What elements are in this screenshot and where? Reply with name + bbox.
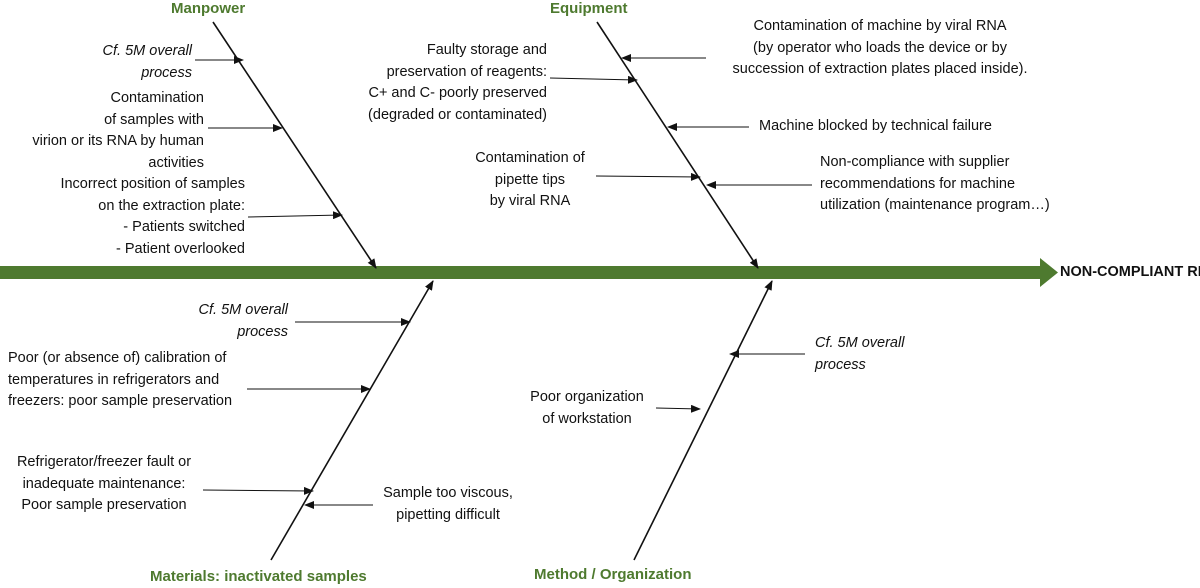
cause-label-viscous-sample: Sample too viscous, pipetting difficult	[376, 483, 520, 526]
cause-line: Cf. 5M overall	[102, 43, 192, 59]
cause-line: Non-compliance with supplier	[820, 154, 1010, 170]
cause-arrow	[595, 172, 701, 181]
cause-label-materials-5m: Cf. 5M overall process	[199, 300, 288, 343]
cause-label-machine-blocked: Machine blocked by technical failure	[759, 116, 992, 138]
cause-label-fridge-fault: Refrigerator/freezer fault or inadequate…	[2, 452, 206, 517]
cause-line: - Patients switched	[123, 219, 245, 235]
result-label: NON-COMPLIANT RESULT	[1060, 262, 1200, 283]
cause-label-pipette-tips: Contamination of pipette tips by viral R…	[460, 148, 600, 213]
cause-label-machine-contamination: Contamination of machine by viral RNA (b…	[710, 16, 1050, 81]
category-title-equipment: Equipment	[550, 0, 628, 17]
cause-line: process	[237, 323, 288, 340]
cause-arrow	[247, 211, 343, 220]
cause-line: Contamination of machine by viral RNA	[753, 18, 1007, 34]
cause-line: freezers: poor sample preservation	[8, 393, 233, 409]
cause-line: (by operator who loads the device or by	[753, 39, 1007, 56]
cause-line: process	[815, 356, 866, 373]
bone-equipment	[596, 21, 759, 269]
cause-label-incorrect-position: Incorrect position of samples on the ext…	[60, 174, 245, 260]
cause-line: (degraded or contaminated)	[368, 106, 547, 123]
cause-label-non-compliance: Non-compliance with supplier recommendat…	[820, 152, 1050, 217]
cause-label-workstation: Poor organization of workstation	[520, 387, 654, 430]
cause-label-faulty-storage: Faulty storage and preservation of reage…	[368, 40, 547, 126]
category-title-materials: Materials: inactivated samples	[150, 568, 367, 585]
cause-label-method-5m: Cf. 5M overall process	[815, 333, 904, 376]
result-line: RESULT	[1187, 264, 1200, 280]
cause-line: pipetting difficult	[396, 506, 500, 523]
cause-line: - Patient overlooked	[116, 240, 245, 257]
cause-line: Poor (or absence of) calibration of	[8, 350, 227, 366]
cause-line: Sample too viscous,	[383, 485, 513, 501]
cause-line: activities	[148, 154, 204, 171]
cause-line: C+ and C- poorly preserved	[368, 85, 547, 101]
main-spine	[0, 266, 1042, 279]
cause-line: succession of extraction plates placed i…	[732, 61, 1028, 77]
cause-arrow	[549, 75, 638, 84]
bone-method	[633, 280, 773, 561]
cause-line: Refrigerator/freezer fault or	[16, 454, 192, 470]
cause-line: pipette tips	[494, 171, 566, 188]
cause-label-manpower-5m: Cf. 5M overall process	[103, 41, 192, 84]
cause-line: by viral RNA	[489, 193, 571, 209]
cause-line: Cf. 5M overall	[198, 302, 288, 318]
result-line: NON-COMPLIANT	[1060, 264, 1184, 280]
bone-materials	[270, 280, 434, 561]
cause-line: inadequate maintenance:	[22, 475, 186, 492]
cause-line: preservation of reagents:	[386, 63, 547, 80]
spine-arrowhead	[1040, 258, 1058, 287]
cause-line: utilization (maintenance program…)	[820, 197, 1050, 213]
cause-line: on the extraction plate:	[98, 197, 245, 214]
cause-line: Poor organization	[530, 389, 644, 405]
cause-line: Machine blocked by technical failure	[759, 118, 992, 134]
cause-line: Poor sample preservation	[21, 497, 187, 513]
cause-label-calibration: Poor (or absence of) calibration of temp…	[8, 348, 232, 413]
cause-line: Contamination of	[475, 150, 585, 166]
cause-line: of samples with	[104, 111, 204, 128]
cause-line: temperatures in refrigerators and	[8, 371, 220, 388]
cause-line: virion or its RNA by human	[32, 133, 204, 149]
category-title-method: Method / Organization	[534, 566, 692, 583]
cause-arrow	[655, 404, 701, 413]
cause-line: process	[141, 64, 192, 81]
cause-line: recommendations for machine	[820, 175, 1016, 192]
cause-line: Incorrect position of samples	[60, 176, 245, 192]
cause-line: Contamination	[110, 90, 205, 106]
cause-line: Faulty storage and	[426, 42, 547, 58]
cause-line: of workstation	[542, 410, 632, 427]
category-title-manpower: Manpower	[171, 0, 246, 17]
cause-arrow	[202, 486, 314, 495]
cause-line: Cf. 5M overall	[815, 335, 905, 351]
cause-label-human-contamination: Contamination of samples with virion or …	[32, 88, 204, 174]
